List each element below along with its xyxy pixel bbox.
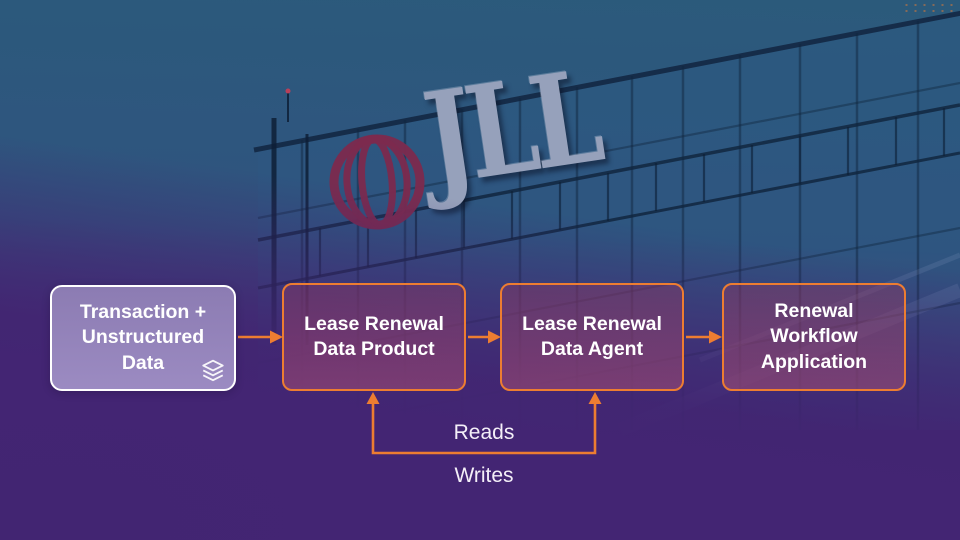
- node-renewal-workflow-application: Renewal Workflow Application: [722, 283, 906, 391]
- node-label-line: Data Product: [313, 338, 435, 360]
- node-lease-renewal-data-agent: Lease Renewal Data Agent: [500, 283, 684, 391]
- layers-icon: [202, 359, 224, 382]
- node-label-line: Application: [760, 350, 868, 373]
- node-label-line: Unstructured: [81, 326, 205, 349]
- node-label-line: Workflow: [770, 325, 858, 348]
- node-label: Transaction + Unstructured Data: [80, 300, 206, 376]
- node-label: Lease Renewal Data Agent: [522, 312, 662, 363]
- dot-pattern-decoration: [902, 2, 956, 15]
- node-label: Renewal Workflow Application: [761, 299, 867, 375]
- node-lease-renewal-data-product: Lease Renewal Data Product: [282, 283, 466, 391]
- reads-label: Reads: [453, 421, 515, 444]
- node-label-line: Lease Renewal: [304, 312, 444, 335]
- writes-label: Writes: [454, 464, 514, 487]
- node-label-line: Transaction +: [79, 300, 207, 323]
- node-label-line: Lease Renewal: [522, 312, 662, 335]
- node-label-line: Data: [121, 351, 165, 374]
- node-label-line: Renewal: [774, 299, 854, 322]
- node-label-line: Data Agent: [540, 338, 644, 360]
- node-label: Lease Renewal Data Product: [304, 312, 444, 363]
- node-transaction-unstructured-data: Transaction + Unstructured Data: [50, 285, 236, 391]
